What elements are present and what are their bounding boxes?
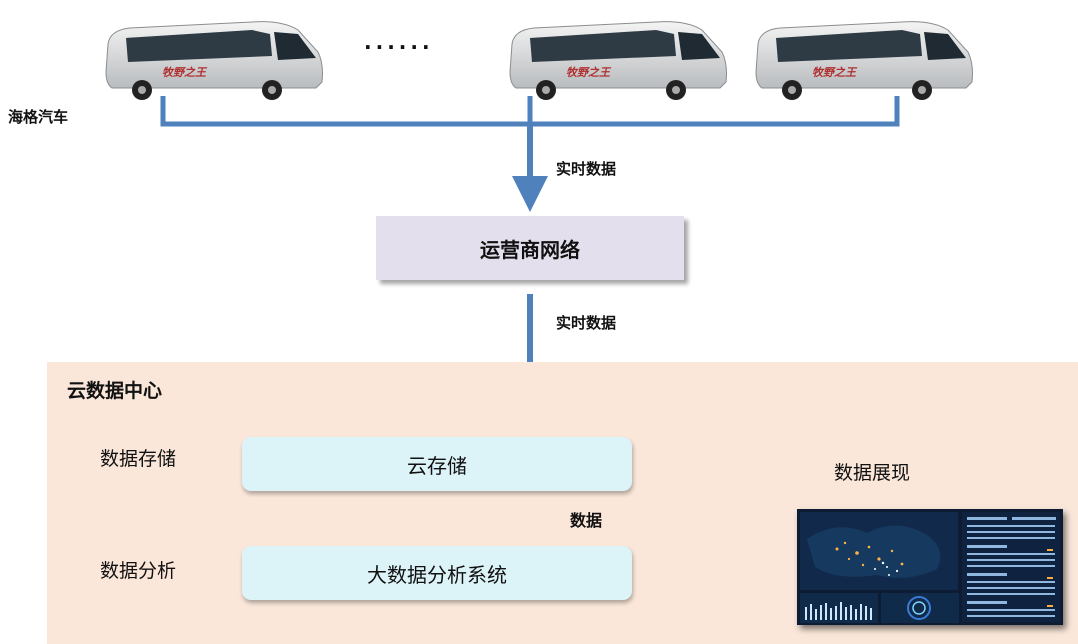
dashboard-graphic [797, 509, 1063, 625]
data-label: 数据 [570, 511, 603, 530]
data-center-title: 云数据中心 [67, 380, 163, 402]
analysis-row-label: 数据分析 [100, 560, 177, 582]
vehicles-label: 海格汽车 [8, 108, 69, 126]
bus-logo-text: 牧野之王 [162, 66, 208, 79]
bus-image-2: 牧野之王 [509, 21, 727, 100]
bus-logo-text: 牧野之王 [812, 66, 858, 79]
cloud-storage-box: 云存储 [242, 437, 632, 491]
realtime-data-label-1: 实时数据 [556, 160, 617, 178]
realtime-data-label-2: 实时数据 [556, 314, 617, 332]
bus-ellipsis: ...... [364, 30, 434, 54]
big-data-analysis-box: 大数据分析系统 [242, 546, 632, 600]
bus-logo-text: 牧野之王 [566, 66, 612, 79]
bus-image-1: 牧野之王 [105, 21, 323, 100]
dashboard-thumbnail [797, 509, 1063, 625]
bus-image-3: 牧野之王 [755, 21, 973, 100]
data-display-label: 数据展现 [834, 462, 911, 484]
operator-network-box: 运营商网络 [376, 216, 684, 280]
storage-row-label: 数据存储 [100, 448, 177, 470]
